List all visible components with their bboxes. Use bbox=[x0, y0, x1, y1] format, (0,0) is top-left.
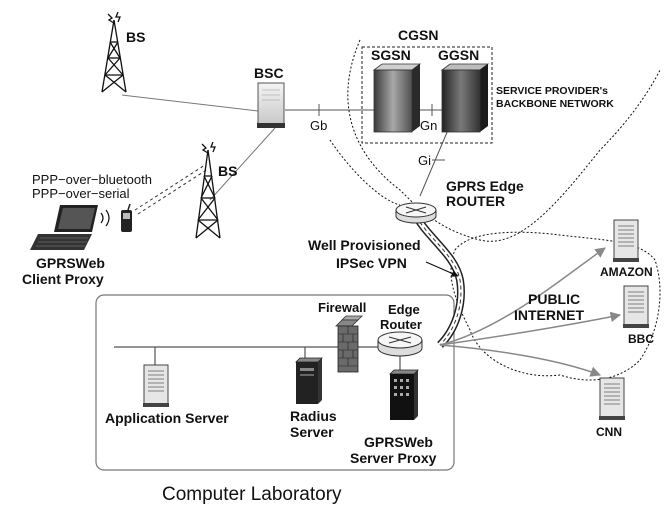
edge-router-label-1: Edge bbox=[388, 302, 420, 317]
server-proxy-icon bbox=[389, 369, 419, 420]
edge-router-label-2: Router bbox=[380, 317, 422, 332]
link-bs-bsc bbox=[121, 94, 259, 112]
arrow-to-cnn bbox=[439, 344, 601, 377]
firewall-icon bbox=[335, 315, 363, 373]
amazon-server-icon bbox=[613, 219, 639, 262]
app-server-label: Application Server bbox=[105, 410, 229, 426]
gn-label: Gn bbox=[420, 118, 437, 133]
lab-box bbox=[95, 294, 455, 471]
provider-boundary bbox=[347, 39, 661, 242]
amazon-label: AMAZON bbox=[600, 265, 653, 279]
arrow-to-bbc bbox=[439, 311, 622, 346]
gprs-edge-router-icon bbox=[395, 202, 437, 224]
firewall-label: Firewall bbox=[318, 300, 366, 315]
cnn-label: CNN bbox=[596, 425, 622, 439]
vpn-tunnel-inner bbox=[413, 214, 464, 347]
provider-label-1: SERVICE PROVIDER's bbox=[496, 85, 608, 97]
client-proxy-label-2: Client Proxy bbox=[22, 271, 104, 287]
radius-label-2: Server bbox=[290, 424, 334, 440]
bs-mid-label: BS bbox=[218, 163, 237, 179]
link-bsmid-bsc bbox=[209, 127, 276, 201]
bs-top-label: BS bbox=[126, 29, 145, 45]
lab-label: Computer Laboratory bbox=[162, 484, 342, 505]
client-proxy-label-1: GPRSWeb bbox=[36, 255, 105, 271]
gprs-edge-router-label-2: ROUTER bbox=[446, 193, 505, 209]
vpn-label-2: IPSec VPN bbox=[336, 255, 407, 271]
ppp-link-2 bbox=[137, 168, 209, 215]
provider-label-2: BACKBONE NETWORK bbox=[496, 98, 614, 110]
sgsn-label: SGSN bbox=[371, 47, 411, 63]
server-proxy-label-1: GPRSWeb bbox=[364, 434, 433, 450]
ggsn-label: GGSN bbox=[438, 47, 479, 63]
gprs-edge-router-label-1: GPRS Edge bbox=[446, 178, 524, 194]
bs-top-tower-icon bbox=[101, 11, 127, 93]
app-server-icon bbox=[143, 364, 169, 407]
bsc-node bbox=[257, 82, 285, 128]
gb-label: Gb bbox=[310, 118, 327, 133]
ppp-link-1 bbox=[134, 164, 206, 211]
server-proxy-label-2: Server Proxy bbox=[350, 450, 437, 466]
cgsn-box bbox=[361, 46, 493, 144]
ggsn-node bbox=[440, 63, 490, 133]
sgsn-node bbox=[372, 63, 422, 133]
ppp-bluetooth-label: PPP−over−bluetooth bbox=[32, 172, 152, 187]
provider-boundary-lower bbox=[329, 139, 401, 206]
arrow-to-amazon bbox=[439, 247, 606, 346]
gi-label: Gi bbox=[418, 153, 431, 168]
internet-label-2: INTERNET bbox=[514, 307, 584, 323]
bbc-label: BBC bbox=[628, 332, 654, 346]
lab-edge-router-icon bbox=[377, 331, 423, 357]
radius-server-icon bbox=[295, 357, 323, 404]
vpn-pointer bbox=[425, 261, 459, 277]
cnn-server-icon bbox=[599, 377, 625, 420]
bbc-server-icon bbox=[623, 285, 649, 328]
cgsn-label: CGSN bbox=[398, 27, 438, 43]
link-ggsn-router bbox=[419, 129, 449, 197]
radius-label-1: Radius bbox=[290, 408, 337, 424]
ppp-serial-label: PPP−over−serial bbox=[32, 186, 130, 201]
vpn-label-1: Well Provisioned bbox=[308, 237, 421, 253]
bsc-label: BSC bbox=[254, 65, 284, 81]
vpn-tunnel-dash bbox=[415, 215, 462, 346]
phone-icon bbox=[121, 203, 132, 232]
laptop-icon bbox=[30, 205, 110, 250]
internet-label-1: PUBLIC bbox=[528, 291, 580, 307]
bs-mid-tower-icon bbox=[195, 141, 221, 239]
internet-cloud bbox=[450, 231, 661, 381]
